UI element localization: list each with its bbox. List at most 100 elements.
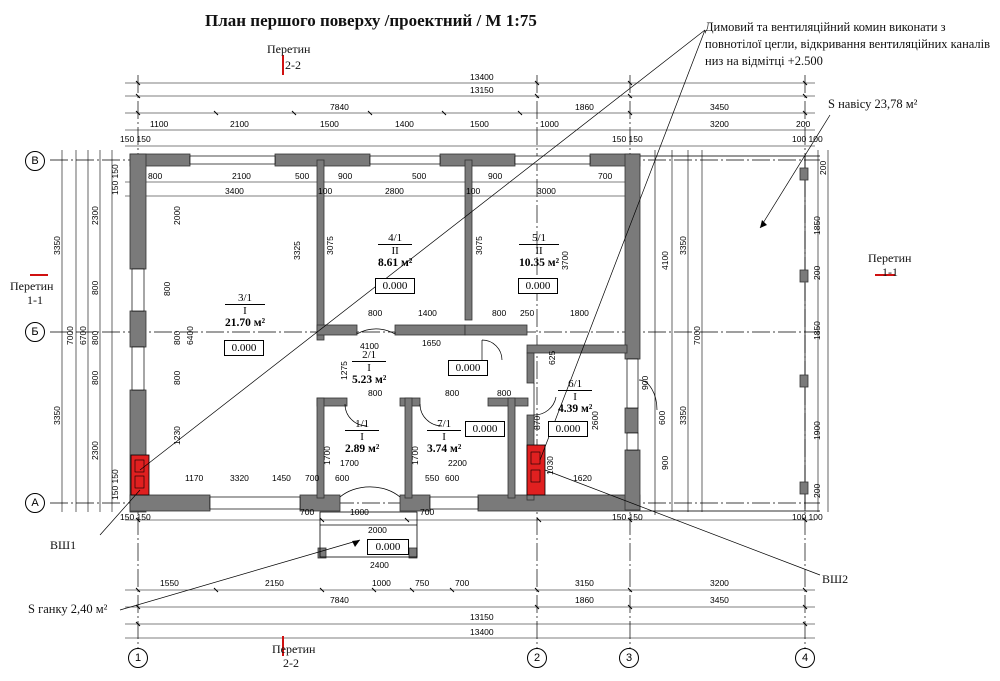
- svg-text:150 150: 150 150: [612, 512, 643, 522]
- level-mark: 0.000: [518, 278, 558, 294]
- vsh1-label: ВШ1: [50, 538, 77, 552]
- room-area: 21.70 м²: [225, 317, 266, 329]
- svg-text:750: 750: [415, 578, 429, 588]
- section-2-2-bottom-number: 2-2: [283, 656, 299, 670]
- svg-text:800: 800: [90, 371, 100, 385]
- windows: [131, 155, 639, 510]
- svg-text:2800: 2800: [385, 186, 404, 196]
- svg-text:1850: 1850: [812, 216, 822, 235]
- svg-text:900: 900: [488, 171, 502, 181]
- svg-text:2150: 2150: [265, 578, 284, 588]
- leader-lines: [99, 29, 831, 611]
- svg-text:1230: 1230: [172, 426, 182, 445]
- level-mark: 0.000: [375, 278, 415, 294]
- svg-text:1400: 1400: [395, 119, 414, 129]
- svg-text:800: 800: [368, 308, 382, 318]
- svg-text:3000: 3000: [537, 186, 556, 196]
- vsh2-label: ВШ2: [822, 572, 849, 586]
- room-number: 6/1: [558, 378, 593, 391]
- porch-area-label: S ганку 2,40 м²: [28, 602, 108, 616]
- room-area: 5.23 м²: [352, 374, 387, 386]
- svg-text:1500: 1500: [470, 119, 489, 129]
- svg-text:150 150: 150 150: [110, 164, 120, 195]
- svg-text:7000: 7000: [65, 326, 75, 345]
- svg-text:1000: 1000: [540, 119, 559, 129]
- svg-text:4100: 4100: [360, 341, 379, 351]
- svg-text:500: 500: [295, 171, 309, 181]
- dimension-ticks: [135, 80, 808, 627]
- room-1-1: 1/1 I 2.89 м²: [345, 418, 380, 455]
- svg-text:7840: 7840: [330, 595, 349, 605]
- svg-text:800: 800: [368, 388, 382, 398]
- svg-text:150 150: 150 150: [612, 134, 643, 144]
- svg-text:1700: 1700: [340, 458, 359, 468]
- svg-text:800: 800: [172, 331, 182, 345]
- svg-text:1700: 1700: [410, 446, 420, 465]
- room-class: II: [391, 245, 399, 257]
- room-class: I: [243, 305, 247, 317]
- svg-text:3200: 3200: [710, 578, 729, 588]
- section-2-2-top-number: 2-2: [285, 58, 301, 72]
- svg-text:3350: 3350: [678, 236, 688, 255]
- svg-text:3400: 3400: [225, 186, 244, 196]
- svg-text:1100: 1100: [150, 119, 169, 129]
- svg-text:800: 800: [90, 281, 100, 295]
- room-7-1: 7/1 I 3.74 м²: [427, 418, 462, 455]
- doors: [339, 328, 658, 498]
- svg-text:1000: 1000: [350, 507, 369, 517]
- svg-text:13150: 13150: [470, 85, 494, 95]
- svg-text:6400: 6400: [185, 326, 195, 345]
- svg-text:150 150: 150 150: [120, 512, 151, 522]
- level-mark: 0.000: [448, 360, 488, 376]
- svg-text:13400: 13400: [470, 72, 494, 82]
- svg-text:800: 800: [148, 171, 162, 181]
- room-area: 8.61 м²: [378, 257, 413, 269]
- svg-text:1650: 1650: [422, 338, 441, 348]
- svg-text:2400: 2400: [370, 560, 389, 570]
- svg-text:3320: 3320: [230, 473, 249, 483]
- svg-text:200: 200: [796, 119, 810, 129]
- svg-text:600: 600: [335, 473, 349, 483]
- svg-text:1900: 1900: [812, 421, 822, 440]
- room-area: 10.35 м²: [519, 257, 560, 269]
- axis-marker-2: 2: [527, 648, 547, 668]
- svg-text:3350: 3350: [52, 236, 62, 255]
- svg-text:1860: 1860: [575, 102, 594, 112]
- svg-text:200: 200: [812, 484, 822, 498]
- room-number: 4/1: [378, 232, 413, 245]
- svg-text:800: 800: [497, 388, 511, 398]
- svg-text:2100: 2100: [232, 171, 251, 181]
- svg-text:13150: 13150: [470, 612, 494, 622]
- svg-text:7000: 7000: [692, 326, 702, 345]
- level-mark: 0.000: [224, 340, 264, 356]
- level-mark: 0.000: [548, 421, 588, 437]
- svg-text:800: 800: [162, 282, 172, 296]
- svg-text:250: 250: [520, 308, 534, 318]
- room-class: I: [442, 431, 446, 443]
- svg-text:100: 100: [318, 186, 332, 196]
- plan-title: План першого поверху /проектний / М 1:75: [205, 11, 537, 30]
- svg-text:700: 700: [300, 507, 314, 517]
- section-2-2-top-label: Перетин: [267, 42, 311, 56]
- svg-text:100 100: 100 100: [792, 512, 823, 522]
- svg-text:3350: 3350: [678, 406, 688, 425]
- svg-text:550: 550: [425, 473, 439, 483]
- room-number: 3/1: [225, 292, 266, 305]
- svg-text:600: 600: [445, 473, 459, 483]
- svg-text:800: 800: [492, 308, 506, 318]
- svg-text:1030: 1030: [545, 456, 555, 475]
- svg-text:2600: 2600: [590, 411, 600, 430]
- svg-text:900: 900: [640, 376, 650, 390]
- svg-text:1850: 1850: [812, 321, 822, 340]
- svg-text:200: 200: [818, 161, 828, 175]
- svg-text:7840: 7840: [330, 102, 349, 112]
- svg-text:2300: 2300: [90, 441, 100, 460]
- room-number: 5/1: [519, 232, 560, 245]
- section-1-1-right-label: Перетин: [868, 251, 912, 265]
- chimney-note: Димовий та вентиляційний комин виконати …: [705, 20, 991, 68]
- room-2-1: 2/1 I 5.23 м²: [352, 349, 387, 386]
- axis-marker-a: А: [25, 493, 45, 513]
- svg-text:1550: 1550: [160, 578, 179, 588]
